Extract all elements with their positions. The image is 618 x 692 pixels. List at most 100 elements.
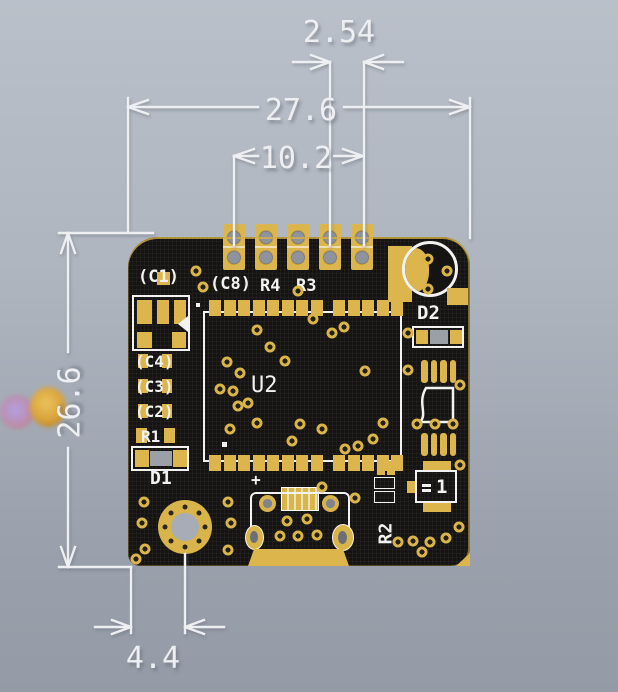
polarity-mark	[422, 484, 431, 487]
pad	[162, 379, 172, 393]
via	[454, 379, 466, 391]
ref-c3: (C3)	[135, 377, 174, 396]
via	[316, 481, 328, 493]
hole-stitch-dot	[168, 538, 174, 544]
via	[316, 423, 328, 435]
via	[352, 440, 364, 452]
pin-header-pad[interactable]	[319, 224, 341, 270]
pad	[423, 503, 451, 512]
via	[411, 418, 423, 430]
via	[402, 327, 414, 339]
via	[232, 400, 244, 412]
polarity-mark	[422, 489, 431, 492]
component-r1[interactable]	[131, 446, 189, 471]
via	[429, 418, 441, 430]
ref-c4: (C4)	[135, 352, 174, 371]
via	[138, 496, 150, 508]
pad	[223, 300, 236, 316]
pad	[157, 300, 169, 324]
pad	[362, 300, 374, 316]
ref-r4: R4	[260, 276, 281, 296]
pin-hole	[354, 250, 370, 265]
pad	[333, 455, 345, 471]
via	[286, 435, 298, 447]
component-body	[430, 330, 448, 344]
blur-sphere-pink	[0, 395, 34, 429]
pad	[362, 455, 374, 471]
via	[349, 492, 361, 504]
pad	[138, 354, 148, 368]
pin-hole	[258, 250, 274, 265]
pad	[310, 455, 323, 471]
dim-label-board-height: 26.6	[52, 366, 88, 439]
drill-hole	[171, 513, 199, 541]
pin-header-pad[interactable]	[351, 224, 373, 270]
pad	[209, 300, 221, 316]
usb-plus-mark: +	[251, 470, 261, 489]
pad	[310, 300, 323, 316]
pad	[391, 455, 403, 471]
via	[190, 265, 202, 277]
pad	[391, 300, 403, 316]
hole-stitch-dot	[182, 544, 188, 550]
pad	[281, 455, 294, 471]
via	[359, 365, 371, 377]
via	[392, 536, 404, 548]
via	[242, 397, 254, 409]
pad	[267, 455, 279, 471]
pad-divider	[255, 246, 277, 248]
pad	[296, 455, 308, 471]
via	[311, 529, 323, 541]
pad	[449, 360, 456, 383]
pcb-board[interactable]: D2 (C1) (C8) R4 R3 (C4) (C3) (C2)	[128, 224, 470, 566]
usb-pad-round	[322, 495, 339, 512]
pin-header-pad[interactable]	[255, 224, 277, 270]
pad	[173, 450, 187, 467]
led1-label: 1	[436, 476, 448, 498]
hole-stitch-dot	[202, 524, 208, 530]
pin-header-pad[interactable]	[287, 224, 309, 270]
via	[441, 265, 453, 277]
pad	[223, 455, 236, 471]
pad-divider	[351, 246, 373, 248]
pin-hole	[258, 230, 274, 245]
via	[454, 459, 466, 471]
pad	[281, 300, 294, 316]
hole-stitch-dot	[196, 510, 202, 516]
pad	[162, 354, 172, 368]
pad	[136, 428, 147, 443]
usb-pad-round	[259, 495, 276, 512]
pin-hole	[226, 250, 242, 265]
blur-sphere-orange	[30, 387, 66, 427]
via	[402, 364, 414, 376]
via	[221, 356, 233, 368]
via	[339, 443, 351, 455]
component-d2[interactable]	[412, 326, 464, 348]
via	[422, 283, 434, 295]
dim-label-pin-pitch: 2.54	[302, 15, 376, 50]
ref-d1: D1	[150, 468, 172, 489]
pad	[440, 433, 447, 456]
pin-hole	[290, 250, 306, 265]
component-led1[interactable]: 1	[415, 470, 457, 503]
pad	[209, 455, 221, 471]
pad	[238, 455, 250, 471]
ref-d2: D2	[417, 302, 440, 324]
via	[338, 321, 350, 333]
dim-label-hole-offset: 4.4	[125, 641, 181, 676]
pad	[238, 300, 250, 316]
pad	[407, 481, 415, 493]
component-crystal[interactable]	[132, 295, 190, 351]
pad-divider	[223, 246, 245, 248]
via	[292, 285, 304, 297]
pad-divider	[287, 246, 309, 248]
dim-label-board-width: 27.6	[264, 93, 338, 128]
pin-header-pad[interactable]	[223, 224, 245, 270]
via	[234, 367, 246, 379]
pad	[157, 272, 170, 285]
via	[307, 313, 319, 325]
dim-label-header-span: 10.2	[259, 141, 333, 176]
copper-pad-square	[447, 288, 468, 305]
